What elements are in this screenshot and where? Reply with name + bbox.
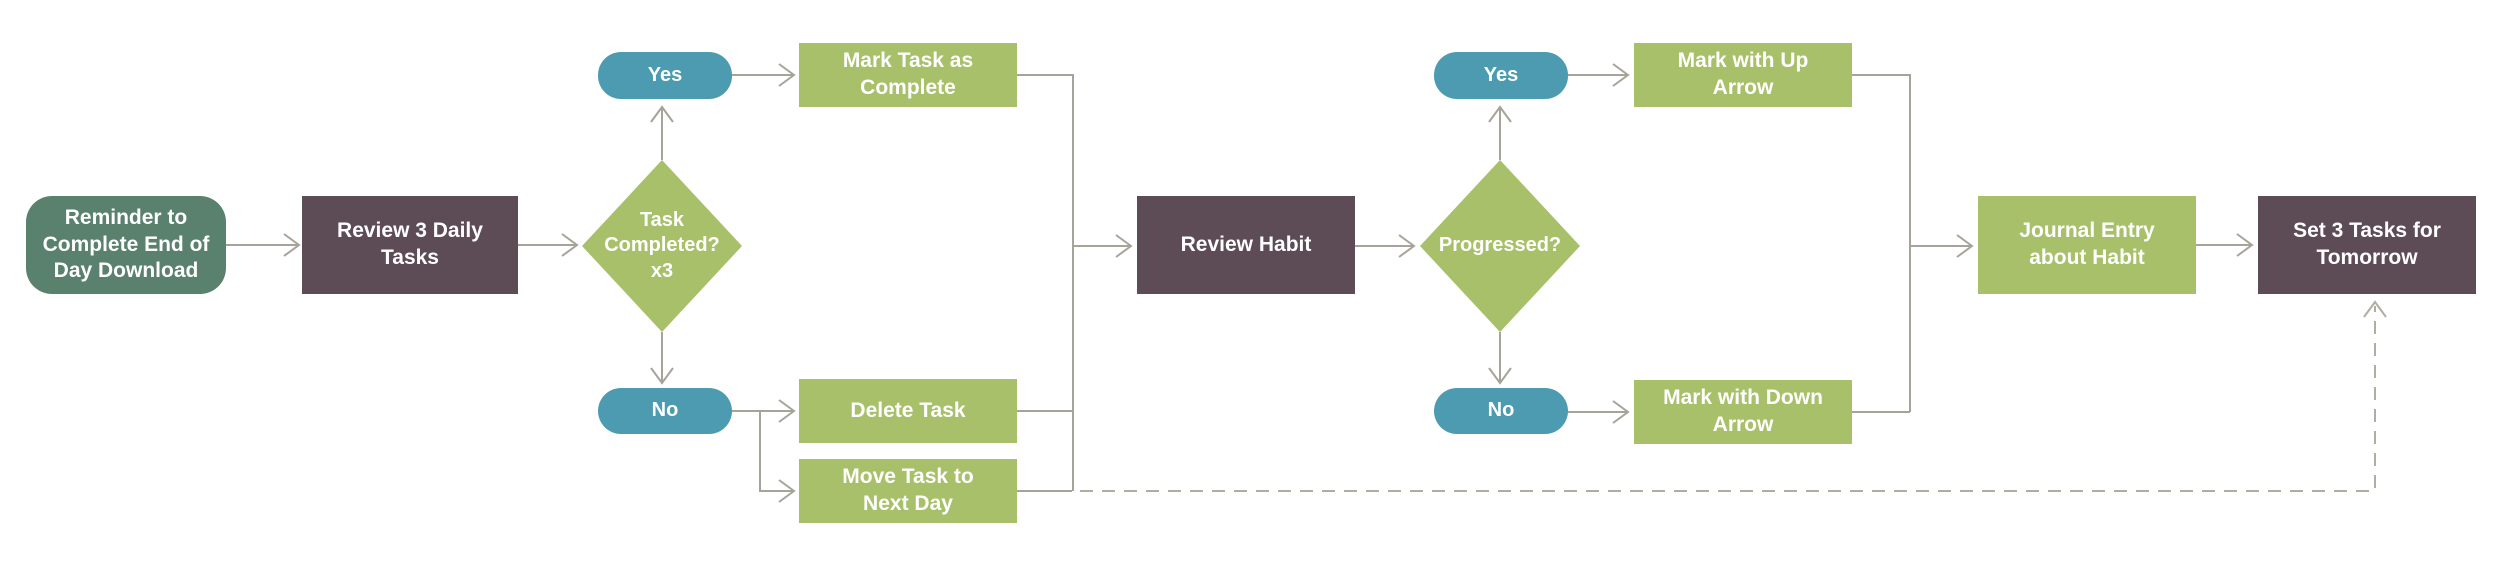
arrowhead-start-to-review <box>283 233 301 257</box>
node-review-habit[interactable]: Review Habit <box>1137 196 1355 294</box>
arrowhead-decision2-to-no <box>1488 367 1512 385</box>
arrowhead-no-to-mark-down <box>1612 400 1630 424</box>
arrowhead-move-task-to-set-tasks <box>2363 300 2387 318</box>
arrowhead-junction2-to-journal <box>1956 234 1974 258</box>
node-label: Task Completed? x3 <box>604 208 720 282</box>
node-delete-task[interactable]: Delete Task <box>799 379 1017 443</box>
arrowhead-no-to-delete <box>778 399 796 423</box>
arrowhead-decision1-to-no <box>650 367 674 385</box>
node-mark-up-arrow[interactable]: Mark with Up Arrow <box>1634 43 1852 107</box>
arrowhead-yes-to-mark-up <box>1612 63 1630 87</box>
arrowhead-yes-to-mark-complete <box>778 63 796 87</box>
node-label: Mark Task as Complete <box>842 49 974 99</box>
node-set-tasks-tomorrow[interactable]: Set 3 Tasks for Tomorrow <box>2258 196 2476 294</box>
node-label: Review Habit <box>1180 232 1312 256</box>
node-label: No <box>651 399 679 422</box>
node-label: Yes <box>1483 63 1519 86</box>
node-mark-task-complete[interactable]: Mark Task as Complete <box>799 43 1017 107</box>
answer-no-habit[interactable]: No <box>1434 388 1568 434</box>
arrowhead-junction-to-review-habit <box>1115 234 1133 258</box>
node-label: Progressed? <box>1438 234 1562 257</box>
answer-yes-tasks[interactable]: Yes <box>598 52 732 99</box>
node-label: Set 3 Tasks for Tomorrow <box>2293 219 2441 269</box>
answer-yes-habit[interactable]: Yes <box>1434 52 1568 99</box>
node-label: Mark with Up Arrow <box>1677 49 1809 99</box>
node-move-task-next-day[interactable]: Move Task to Next Day <box>799 459 1017 523</box>
connector-no-to-move-task <box>759 411 793 492</box>
arrowhead-review-habit-to-decision2 <box>1398 234 1416 258</box>
arrowhead-no-to-move-task <box>778 479 796 503</box>
node-label: Reminder to Complete End of Day Download <box>42 205 210 283</box>
answer-no-tasks[interactable]: No <box>598 388 732 434</box>
connector-mark-up-to-junction2 <box>1852 74 1911 412</box>
node-start-reminder[interactable]: Reminder to Complete End of Day Download <box>26 196 226 294</box>
node-label: No <box>1487 399 1515 422</box>
node-label: Move Task to Next Day <box>842 465 974 515</box>
node-label: Mark with Down Arrow <box>1663 386 1823 436</box>
connector-mark-complete-to-junction <box>1017 74 1074 491</box>
node-mark-down-arrow[interactable]: Mark with Down Arrow <box>1634 380 1852 444</box>
arrowhead-decision1-to-yes <box>650 105 674 123</box>
arrowhead-decision2-to-yes <box>1488 105 1512 123</box>
node-journal-entry[interactable]: Journal Entry about Habit <box>1978 196 2196 294</box>
arrowhead-journal-to-set-tasks <box>2236 233 2254 257</box>
node-label: Delete Task <box>850 398 966 422</box>
node-label: Journal Entry about Habit <box>2019 219 2155 269</box>
dashed-connector-move-task-to-set-tasks <box>1080 306 2376 492</box>
node-label: Review 3 Daily Tasks <box>337 219 483 269</box>
node-review-daily-tasks[interactable]: Review 3 Daily Tasks <box>302 196 518 294</box>
node-label: Yes <box>647 63 683 86</box>
arrowhead-review-to-decision1 <box>561 233 579 257</box>
